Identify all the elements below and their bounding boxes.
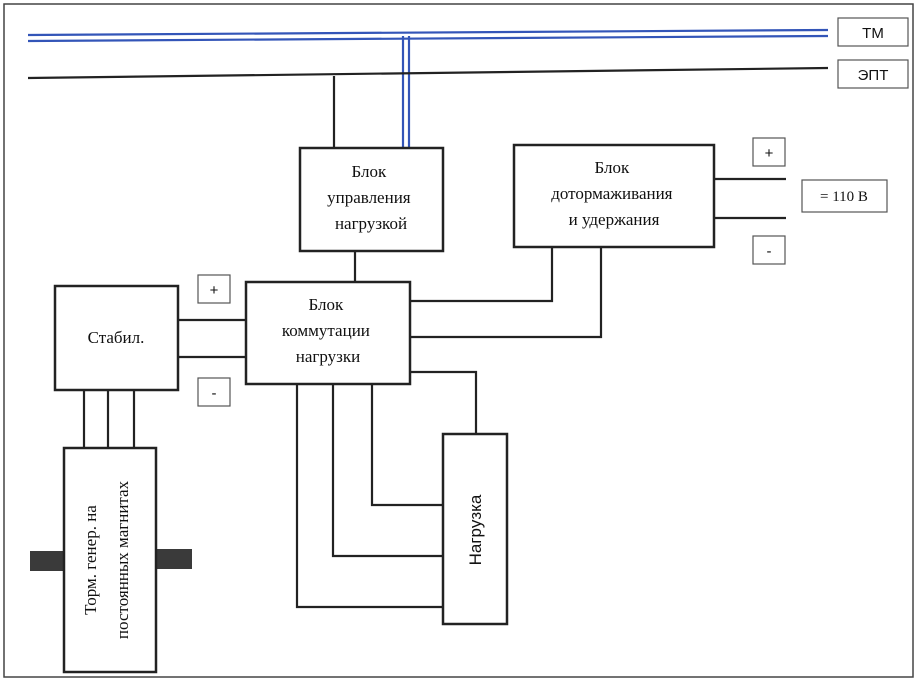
supply-wiring [714,177,786,220]
load-switching-line-2: коммутации [282,321,370,340]
generator-block: Торм. генер. на постоянных магнитах [30,446,192,674]
load-control-line-1: Блок [351,162,387,181]
stabilizer-plus-terminal: + [197,274,231,304]
stabilizer-minus-terminal: - [197,377,231,407]
supply-voltage-label: = 110 В [820,189,868,205]
load-block: Нагрузка [441,432,509,626]
svg-text:Блок управления на: Блок управления нагрузкой [327,162,415,233]
stabilizer-label: Стабил. [88,328,145,347]
svg-text:Блок дотормаживания: Блок дотормаживания и удержания [551,158,677,229]
stabilizer-minus-label: - [212,385,217,402]
braking-hold-block: Блок дотормаживания и удержания [512,143,716,249]
load-control-line-2: управления [327,188,411,207]
load-label: Нагрузка [466,494,485,565]
wiring [82,247,603,609]
supply-minus-label: - [767,243,772,260]
tm-bus [27,28,829,148]
load-switching-block: Блок коммутации нагрузки [244,280,412,386]
tm-label-box: ТМ [837,17,909,47]
load-control-block: Блок управления нагрузкой [298,146,445,253]
stabilizer-plus-label: + [210,282,219,299]
supply-plus-label: + [765,145,774,162]
braking-hold-line-1: Блок [594,158,630,177]
generator-shaft-left [30,551,66,571]
supply-plus-terminal: + [752,137,786,167]
tm-label: ТМ [862,25,884,42]
ept-label-box: ЭПТ [837,59,909,89]
ept-label: ЭПТ [858,67,889,84]
svg-text:Блок коммутации на: Блок коммутации нагрузки [282,295,374,366]
braking-hold-line-3: и удержания [569,210,660,229]
braking-hold-line-2: дотормаживания [551,184,672,203]
supply-minus-terminal: - [752,235,786,265]
load-switching-line-3: нагрузки [296,347,360,366]
stabilizer-block: Стабил. [53,284,180,392]
load-control-line-3: нагрузкой [335,214,407,233]
load-switching-line-1: Блок [308,295,344,314]
generator-line-2: постоянных магнитах [113,480,132,639]
ept-bus [27,66,829,148]
generator-shaft-right [156,549,192,569]
outer-frame [3,3,914,678]
supply-voltage-box: = 110 В [801,179,888,213]
generator-line-1: Торм. генер. на [81,505,100,615]
